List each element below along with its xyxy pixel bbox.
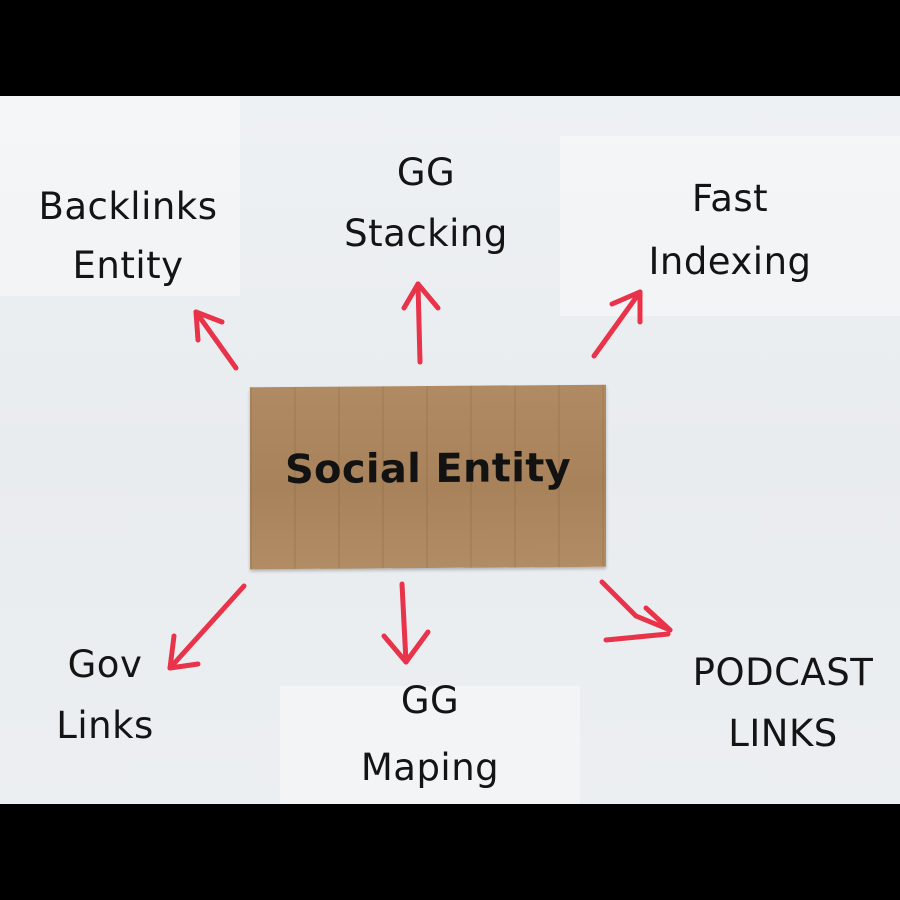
node-podcast-links-line1: PODCAST — [692, 651, 874, 694]
node-gov-links-line1: Gov — [67, 643, 143, 686]
node-gg-stacking-line1: GG — [396, 151, 456, 194]
arrow-to-gg-stacking — [401, 281, 441, 365]
background-patch — [0, 96, 240, 296]
node-gov-links: Gov Links — [20, 646, 190, 744]
node-gg-stacking-line2: Stacking — [344, 212, 508, 255]
node-gov-links-line2: Links — [56, 704, 154, 747]
node-podcast-links-line2: LINKS — [728, 712, 838, 755]
node-gg-maping: GG Maping — [330, 682, 530, 786]
node-backlinks-entity-line2: Entity — [72, 244, 184, 287]
letterbox-top — [0, 0, 900, 96]
node-gg-stacking: GG Stacking — [326, 154, 526, 252]
letterbox-bottom — [0, 804, 900, 900]
background-patch — [560, 136, 900, 316]
arrow-to-podcast-links — [599, 579, 673, 643]
arrow-to-fast-indexing — [591, 289, 643, 359]
node-backlinks-entity: Backlinks Entity — [28, 188, 228, 284]
arrow-to-gg-maping — [381, 581, 431, 665]
diagram-canvas: Backlinks Entity GG Stacking Fast Indexi… — [0, 96, 900, 804]
node-fast-indexing-line2: Indexing — [648, 240, 812, 283]
node-gg-maping-line1: GG — [400, 679, 460, 722]
node-fast-indexing-line1: Fast — [691, 177, 769, 220]
node-fast-indexing: Fast Indexing — [630, 180, 830, 280]
center-title: Social Entity — [284, 445, 572, 493]
node-gg-maping-line2: Maping — [360, 746, 500, 789]
node-podcast-links: PODCAST LINKS — [668, 654, 898, 752]
arrow-to-backlinks-entity — [193, 309, 239, 371]
center-cardboard: Social Entity — [250, 384, 606, 570]
background-patch — [280, 686, 580, 804]
node-backlinks-entity-line1: Backlinks — [38, 185, 218, 228]
arrows-layer — [167, 281, 673, 671]
arrow-to-gov-links — [167, 583, 247, 671]
